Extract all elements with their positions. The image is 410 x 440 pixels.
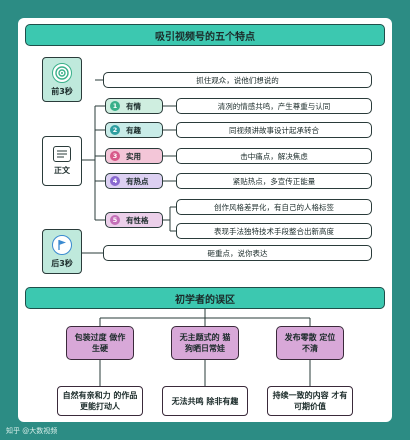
feature-desc: 紧贴热点，多宣传正能量	[176, 173, 372, 189]
feature-desc: 创作风格差异化，有自己的人格标签	[176, 199, 372, 215]
target-icon	[52, 62, 72, 83]
feature-label: 3 实用	[105, 148, 163, 164]
feature-label: 2 有趣	[105, 122, 163, 138]
end-box: 后3秒	[42, 229, 82, 274]
feature-name: 实用	[126, 151, 141, 161]
feature-desc: 表现手法独特技术手段整合出新高度	[176, 223, 372, 239]
end-desc: 砸重点，说你表达	[103, 245, 372, 261]
feature-name: 有情	[126, 101, 141, 111]
feature-number: 1	[110, 101, 120, 111]
intro-box: 前3秒	[42, 57, 82, 102]
feature-number: 5	[110, 215, 120, 225]
solution-box: 自然有亲和力 的作品更能打动人	[57, 386, 143, 416]
top-title: 吸引视频号的五个特点	[25, 24, 385, 46]
end-label: 后3秒	[51, 258, 73, 268]
feature-name: 有性格	[126, 215, 149, 225]
body-label: 正文	[54, 166, 70, 175]
solution-box: 无法共鸣 除非有趣	[162, 386, 248, 416]
feature-number: 2	[110, 125, 120, 135]
feature-name: 有趣	[126, 125, 141, 135]
mistake-box: 包装过度 做作生硬	[66, 326, 134, 360]
feature-label: 5 有性格	[105, 212, 163, 228]
body-box: 正文	[42, 136, 82, 186]
solution-box: 持续一致的内容 才有可期价值	[267, 386, 353, 416]
feature-number: 4	[110, 176, 120, 186]
feature-desc: 同视频讲故事设计起承转合	[176, 122, 372, 138]
feature-label: 4 有热点	[105, 173, 163, 189]
intro-desc: 抓住观众，说他们想说的	[103, 72, 372, 88]
mistake-box: 无主题式的 猫狗晒日常娃	[171, 326, 239, 360]
intro-label: 前3秒	[51, 86, 73, 96]
bottom-title: 初学者的误区	[25, 287, 385, 309]
document-icon	[53, 146, 71, 162]
feature-number: 3	[110, 151, 120, 161]
watermark: 知乎 @大数视频	[6, 427, 58, 435]
feature-desc: 清冽的情感共鸣，产生尊重与认同	[176, 98, 372, 114]
mistake-box: 发布零散 定位不清	[276, 326, 344, 360]
feature-name: 有热点	[126, 176, 149, 186]
feature-desc: 击中痛点，解决焦虑	[176, 148, 372, 164]
feature-label: 1 有情	[105, 98, 163, 114]
flag-icon	[52, 234, 72, 255]
